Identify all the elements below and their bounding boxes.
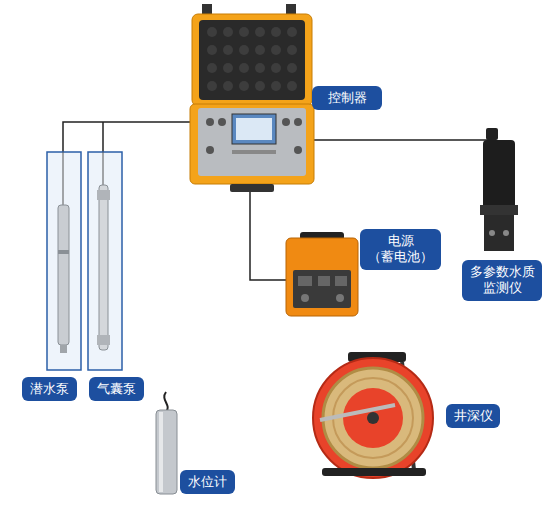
label-box: 气囊泵 [89,377,144,401]
water-quality-probe [480,128,518,251]
bladder-pump [97,152,110,350]
label-text: 电源 （蓄电池） [367,233,434,266]
label-box: 水位计 [180,470,235,494]
water-level-meter [156,392,177,494]
label-box: 多参数水质 监测仪 [462,260,542,301]
controller-case [190,4,314,192]
label-text: 井深仪 [454,408,493,424]
label-box: 井深仪 [446,404,500,428]
label-box: 潜水泵 [22,377,77,401]
label-text: 水位计 [188,474,227,490]
label-text: 气囊泵 [97,381,136,397]
pump-well [47,152,81,370]
label-text: 潜水泵 [30,381,69,397]
well-depth-reel [313,352,433,478]
label-text: 控制器 [328,90,367,106]
label-text: 多参数水质 监测仪 [469,264,535,297]
label-box: 电源 （蓄电池） [360,229,441,270]
label-box: 控制器 [312,86,382,110]
battery [286,232,358,316]
submersible-pump [58,152,69,353]
pump-well [88,152,122,370]
